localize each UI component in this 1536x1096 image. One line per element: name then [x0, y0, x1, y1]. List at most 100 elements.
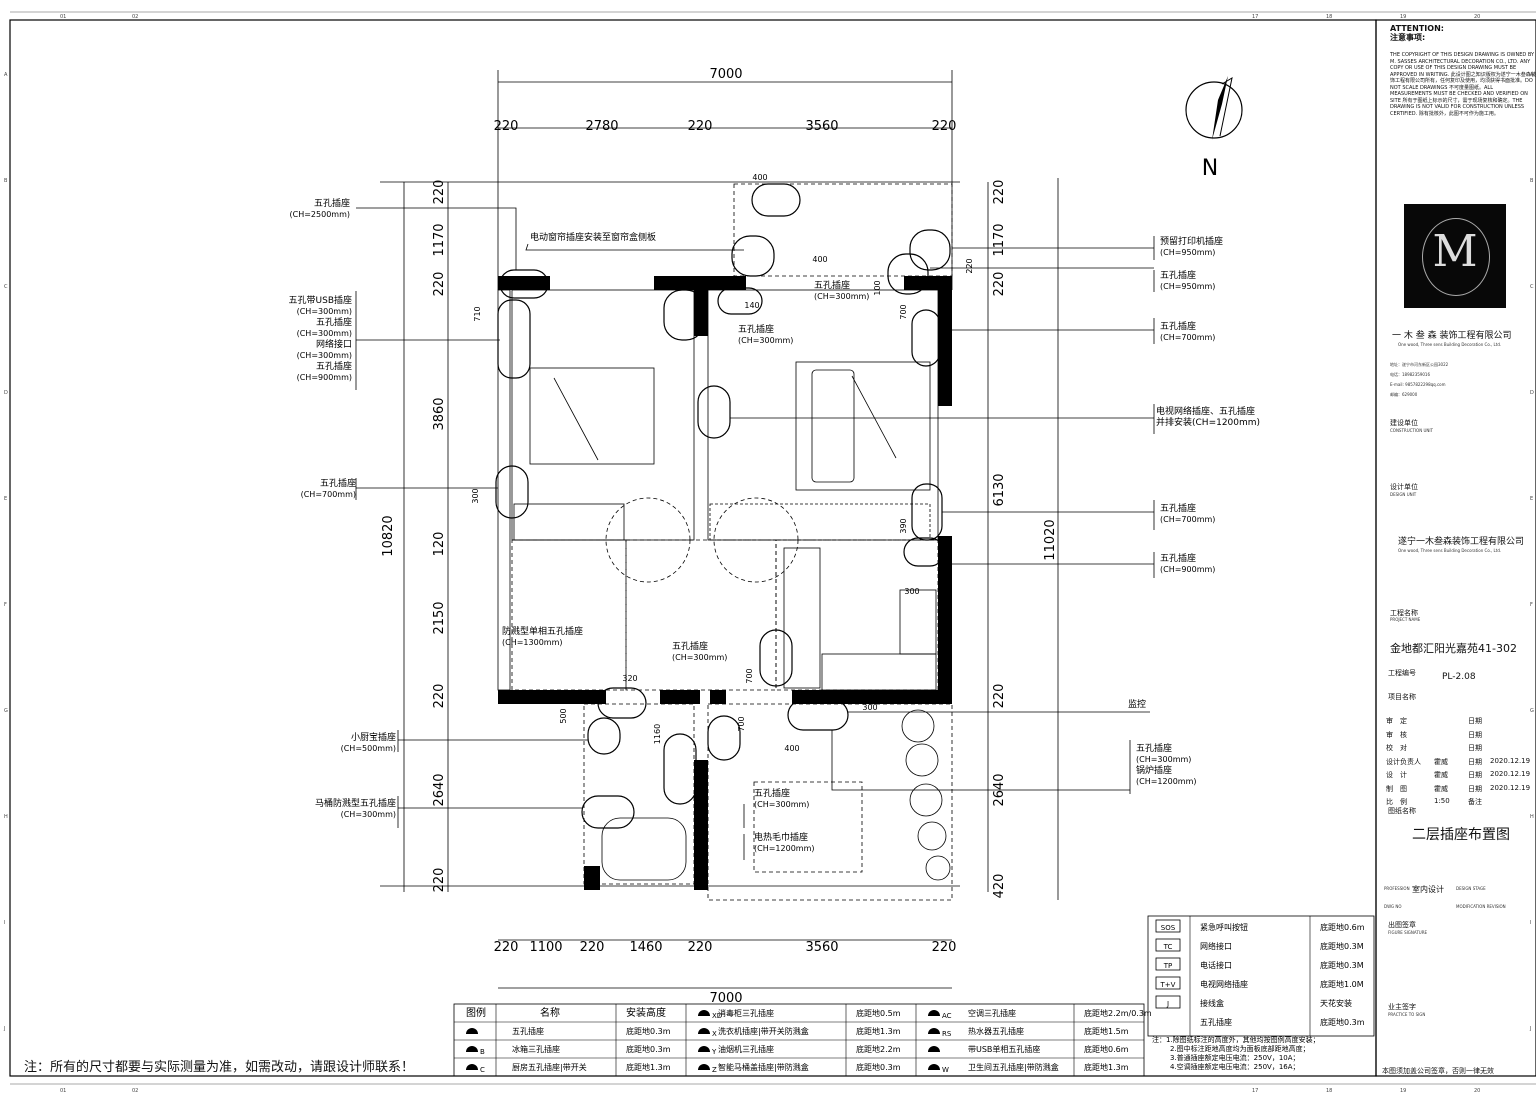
callout-text: (CH=300mm) — [297, 351, 352, 360]
grid-letter: A — [4, 72, 8, 78]
dim-label: 220 — [432, 684, 447, 709]
grid-letter: F — [1530, 602, 1533, 608]
callout-text: 五孔插座 — [320, 477, 356, 489]
callout-text: (CH=2500mm) — [290, 210, 351, 219]
installation-notes: 注：1.除图纸标注的高度外，其他均按图例高度安装；2.图中标注距地高度均为面板底… — [1152, 1035, 1320, 1071]
callout-text: 五孔插座 — [1136, 742, 1172, 754]
legend-height: 底距地2.2m/0.3m — [1084, 1008, 1152, 1018]
title-block-label: 校 对 — [1386, 744, 1407, 752]
legend-height: 底距地0.3m — [626, 1044, 671, 1054]
dim-label: 7000 — [709, 991, 742, 1006]
dim-label-inner: 140 — [744, 301, 759, 310]
legend-height: 天花安装 — [1320, 998, 1352, 1008]
grid-letter: F — [4, 602, 7, 608]
callout-text: (CH=300mm) — [754, 800, 809, 809]
design-company: 遂宁一木叁森装饰工程有限公司 — [1398, 537, 1525, 547]
signature-label: 出图签章 — [1388, 921, 1416, 929]
dim-label-inner: 710 — [473, 306, 482, 321]
design-unit-label: 设计单位 — [1390, 483, 1418, 491]
title-block-date-label: 日期 — [1468, 717, 1482, 725]
callout-text: 防溅型单相五孔插座 — [502, 625, 583, 637]
callout-text: 五孔插座 — [672, 640, 708, 652]
legend-height: 底距地1.3m — [856, 1026, 901, 1036]
callout-text: (CH=1200mm) — [754, 844, 815, 853]
company-email: E-mail: 9857822298qq.com — [1390, 382, 1446, 387]
dim-label: 220 — [494, 119, 519, 134]
legend-height: 底距地1.3m — [626, 1062, 671, 1072]
socket-symbol-icon — [698, 1028, 710, 1034]
plants — [901, 709, 951, 881]
grid-number: 20 — [1474, 1088, 1480, 1094]
callout-text: (CH=300mm) — [814, 292, 869, 301]
dim-label: 220 — [688, 119, 713, 134]
grid-number: 02 — [132, 14, 138, 20]
legend-name: 电视网络插座 — [1200, 979, 1248, 989]
callout-text: 电视网络插座、五孔插座 — [1156, 405, 1255, 417]
attention-cn: 注意事项: — [1390, 33, 1426, 42]
note-line: 2.图中标注距地高度均为面板底部距地高度； — [1170, 1044, 1310, 1053]
dim-label-inner: 300 — [904, 587, 919, 596]
callout-text: (CH=500mm) — [341, 744, 396, 753]
legend-height: 底距地1.5m — [1084, 1026, 1129, 1036]
callout-text: (CH=950mm) — [1160, 282, 1215, 291]
title-block-date-label: 备注 — [1468, 798, 1482, 806]
note-line: 4.空调插座额定电压电流：250V，16A； — [1170, 1062, 1300, 1071]
legend-name: 网络接口 — [1200, 941, 1232, 951]
design-unit-en: DESIGN UNIT — [1390, 492, 1417, 497]
legend-height: 底距地0.6m — [1320, 922, 1365, 932]
callout-text: 五孔插座 — [1160, 320, 1196, 332]
socket-markers — [495, 183, 951, 829]
dim-label: 220 — [432, 868, 447, 893]
grid-letter: E — [4, 496, 7, 502]
grid-number: 01 — [60, 14, 66, 20]
grid-letter: C — [4, 284, 8, 290]
dim-label: 1170 — [432, 223, 447, 256]
callout-text: (CH=300mm) — [1136, 755, 1191, 764]
dim-label: 7000 — [709, 67, 742, 82]
callouts: 五孔插座(CH=2500mm)五孔带USB插座(CH=300mm)五孔插座(CH… — [289, 197, 1261, 853]
callout-text: 并排安装(CH=1200mm) — [1156, 416, 1260, 428]
legend-height: 底距地1.3m — [1084, 1062, 1129, 1072]
dim-label-inner: 500 — [559, 708, 568, 723]
legend-name: 带USB单相五孔插座 — [968, 1044, 1040, 1054]
callout-text: 五孔插座 — [814, 279, 850, 291]
callout-text: (CH=1200mm) — [1136, 777, 1197, 786]
callout-text: 电动窗帘插座安装至窗帘盒侧板 — [530, 231, 656, 243]
callout-text: 马桶防溅型五孔插座 — [315, 797, 396, 809]
callout-text: (CH=300mm) — [738, 336, 793, 345]
legend-name: 五孔插座 — [1200, 1017, 1232, 1027]
legend-header: 图例 — [466, 1006, 486, 1019]
dim-label: 220 — [494, 940, 519, 955]
callout-text: 小厨宝插座 — [351, 731, 396, 743]
legend-symbol: Z — [712, 1066, 717, 1074]
legend-name: 智能马桶盖插座|带防溅盒 — [718, 1062, 809, 1072]
dim-label: 220 — [432, 180, 447, 205]
dim-label-inner: 390 — [899, 518, 908, 533]
drawing-name: 二层插座布置图 — [1412, 827, 1510, 843]
legend-symbol-box — [1155, 957, 1181, 971]
logo-m-icon: M — [1432, 226, 1478, 277]
title-block-border — [1375, 19, 1536, 1077]
legend-name: 消毒柜三孔插座 — [718, 1008, 774, 1018]
dim-label-inner: 400 — [812, 255, 827, 264]
socket-symbol-icon — [698, 1010, 710, 1016]
dim-label: 2150 — [432, 601, 447, 634]
legend-symbol-box — [1155, 938, 1181, 952]
socket-symbol-icon — [466, 1046, 478, 1052]
dim-label-inner: 300 — [471, 488, 480, 503]
project-name: 金地都汇阳光嘉苑41-302 — [1390, 642, 1517, 655]
title-block-date-label: 日期 — [1468, 730, 1482, 739]
leader-lines — [355, 207, 1155, 860]
legend-symbol: B — [480, 1048, 485, 1056]
dim-label: 220 — [580, 940, 605, 955]
legend-symbol: TC — [1163, 943, 1173, 951]
project-no: PL-2.08 — [1442, 672, 1476, 682]
grid-letter: B — [4, 178, 8, 184]
dim-label: 2640 — [432, 773, 447, 806]
dim-label-inner: 300 — [862, 703, 877, 712]
dim-label: 220 — [432, 272, 447, 297]
